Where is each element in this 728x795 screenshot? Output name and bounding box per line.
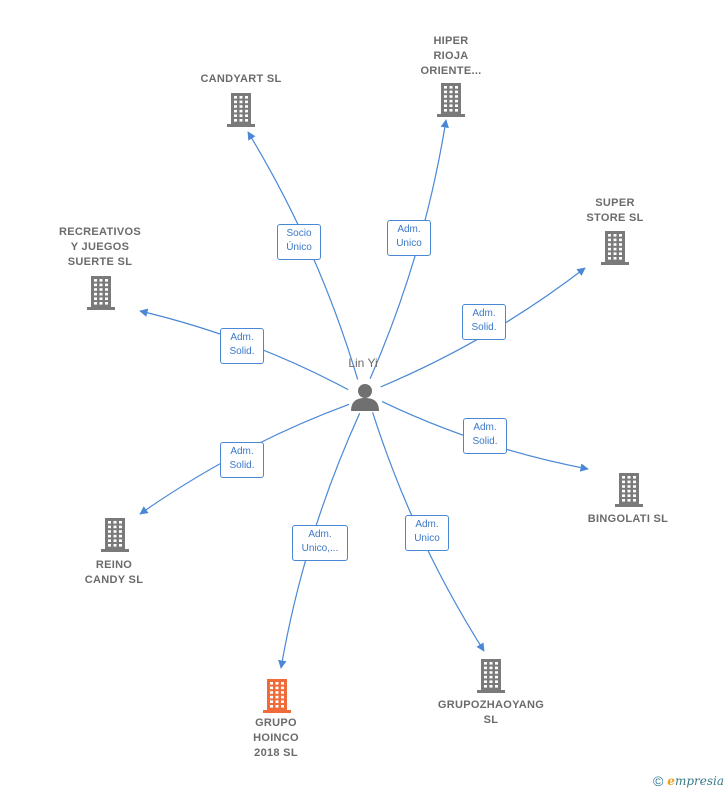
- building-icon[interactable]: [436, 83, 466, 122]
- building-icon[interactable]: [262, 679, 292, 718]
- node-label-hiper[interactable]: HIPER RIOJA ORIENTE...: [420, 35, 482, 77]
- edge-label-candyart[interactable]: Socio Único: [277, 224, 321, 260]
- node-label-recreativos[interactable]: RECREATIVOS Y JUEGOS SUERTE SL: [59, 226, 141, 268]
- edge-label-reino[interactable]: Adm. Solid.: [220, 442, 264, 478]
- brand-logo[interactable]: empresia: [667, 774, 724, 788]
- edge-label-super[interactable]: Adm. Solid.: [462, 304, 506, 340]
- edge-label-recreativos[interactable]: Adm. Solid.: [220, 328, 264, 364]
- footer-brand: © empresia: [653, 773, 724, 789]
- edge-label-grupo[interactable]: Adm. Unico,...: [292, 525, 348, 561]
- center-person-name[interactable]: Lin Yi: [348, 356, 378, 370]
- building-icon[interactable]: [600, 231, 630, 270]
- building-icon[interactable]: [86, 276, 116, 315]
- node-label-grupo[interactable]: GRUPO HOINCO 2018 SL: [253, 717, 299, 759]
- node-label-bingolati[interactable]: BINGOLATI SL: [587, 513, 669, 525]
- person-icon[interactable]: [350, 382, 380, 412]
- node-label-reino[interactable]: REINO CANDY SL: [84, 559, 144, 586]
- building-icon[interactable]: [226, 93, 256, 132]
- edge-label-hiper[interactable]: Adm. Unico: [387, 220, 431, 256]
- node-label-candyart[interactable]: CANDYART SL: [200, 73, 282, 85]
- building-icon[interactable]: [100, 518, 130, 557]
- node-label-super[interactable]: SUPER STORE SL: [586, 197, 644, 224]
- edge-label-bingolati[interactable]: Adm. Solid.: [463, 418, 507, 454]
- building-icon[interactable]: [476, 659, 506, 698]
- edge-label-zhaoyang[interactable]: Adm. Unico: [405, 515, 449, 551]
- copyright-icon: ©: [652, 773, 664, 789]
- building-icon[interactable]: [614, 473, 644, 512]
- node-label-zhaoyang[interactable]: GRUPOZHAOYANG SL: [437, 699, 545, 726]
